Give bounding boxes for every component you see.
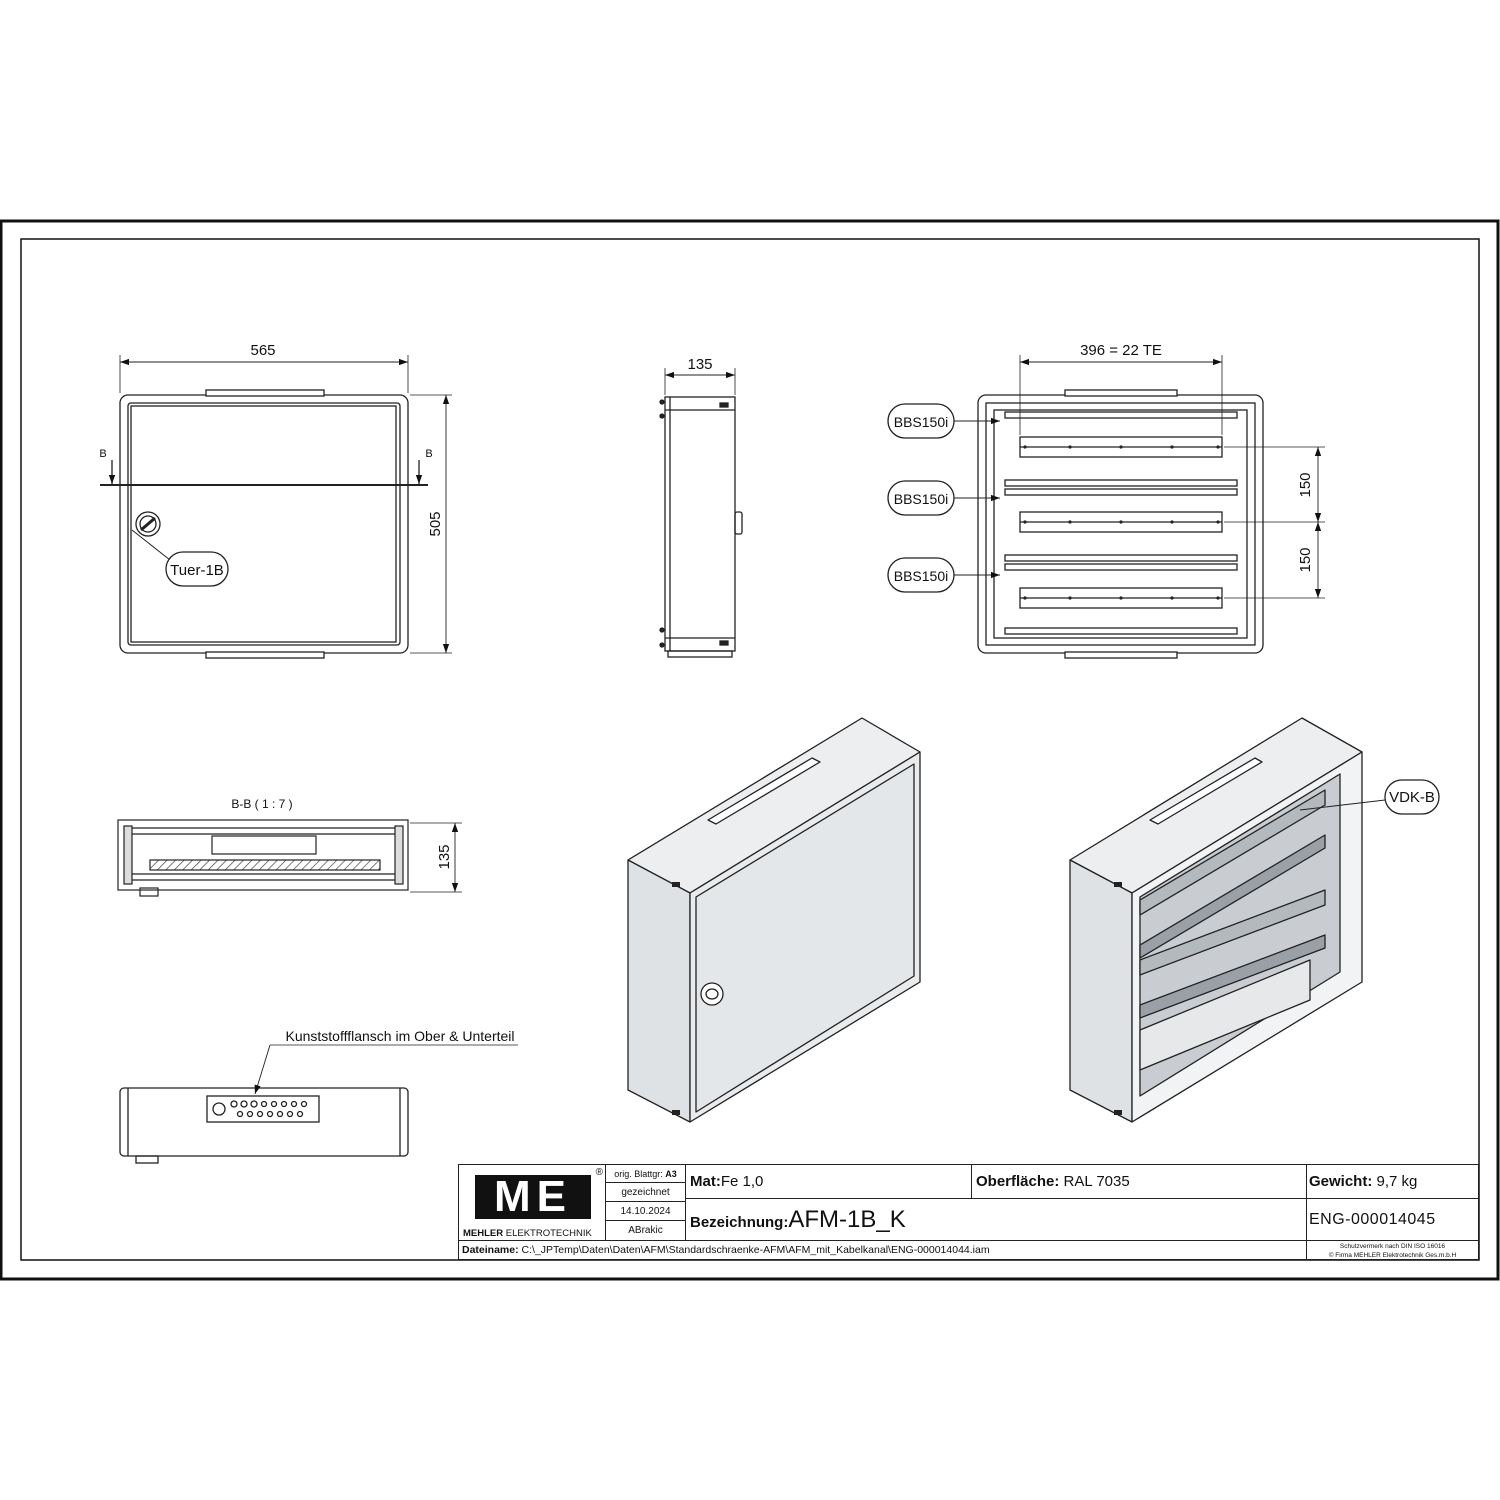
drawn-by-cell: ABrakic (605, 1220, 686, 1241)
callout-rail-1: BBS150i (894, 414, 948, 430)
rail-holes (1023, 445, 1220, 600)
callout-rail-2: BBS150i (894, 491, 948, 507)
section-title: B-B ( 1 : 7 ) (231, 797, 292, 811)
material-cell: Mat:Fe 1,0 (685, 1164, 972, 1199)
interior-view (887, 355, 1325, 659)
inner-frame (20, 238, 1480, 1261)
interior-width-dim: 396 = 22 TE (1080, 342, 1162, 359)
callout-flange: Kunststoffflansch im Ober & Unterteil (285, 1028, 514, 1044)
date-cell: 14.10.2024 (605, 1201, 686, 1221)
title-block: ME ® MEHLER ELEKTROTECHNIK orig. Blattgr… (458, 1164, 1479, 1260)
drawn-label-cell: gezeichnet (605, 1182, 686, 1202)
rail-pitch-dim-2: 150 (1297, 547, 1314, 572)
outer-frame (0, 219, 1500, 1281)
side-view (659, 368, 743, 658)
weight-cell: Gewicht: 9,7 kg (1306, 1164, 1479, 1199)
rail-pitch-dim-1: 150 (1297, 472, 1314, 497)
callout-door: Tuer-1B (170, 562, 224, 579)
drawing-number-cell: ENG-000014045 (1306, 1198, 1479, 1241)
section-mark-right: B (425, 448, 432, 460)
section-view (117, 819, 462, 897)
side-depth-dim: 135 (687, 356, 712, 373)
callout-cable-duct: VDK-B (1389, 789, 1435, 806)
designation-cell: Bezeichnung:AFM-1B_K (685, 1198, 1307, 1241)
iso-closed-view (627, 717, 921, 1123)
iso-open-view (1069, 717, 1440, 1123)
section-mark-left: B (99, 448, 106, 460)
logo: ME (475, 1175, 591, 1219)
sheet-size-cell: orig. Blattgr: A3 (605, 1164, 686, 1183)
copyright-cell: Schutzvermerk nach DIN ISO 16016 © Firma… (1306, 1240, 1479, 1260)
top-view (119, 1044, 518, 1164)
company-name: MEHLER ELEKTROTECHNIK (463, 1228, 592, 1239)
front-height-dim: 505 (427, 511, 444, 536)
logo-cell: ME ® MEHLER ELEKTROTECHNIK (458, 1164, 606, 1241)
front-view (100, 355, 452, 659)
surface-cell: Oberfläche: RAL 7035 (971, 1164, 1307, 1199)
front-width-dim: 565 (250, 342, 275, 359)
section-depth-dim: 135 (436, 844, 453, 869)
filename-cell: Dateiname: C:\_JPTemp\Daten\Daten\AFM\St… (458, 1240, 1307, 1260)
callout-rail-3: BBS150i (894, 568, 948, 584)
logo-registered-mark: ® (595, 1167, 603, 1178)
